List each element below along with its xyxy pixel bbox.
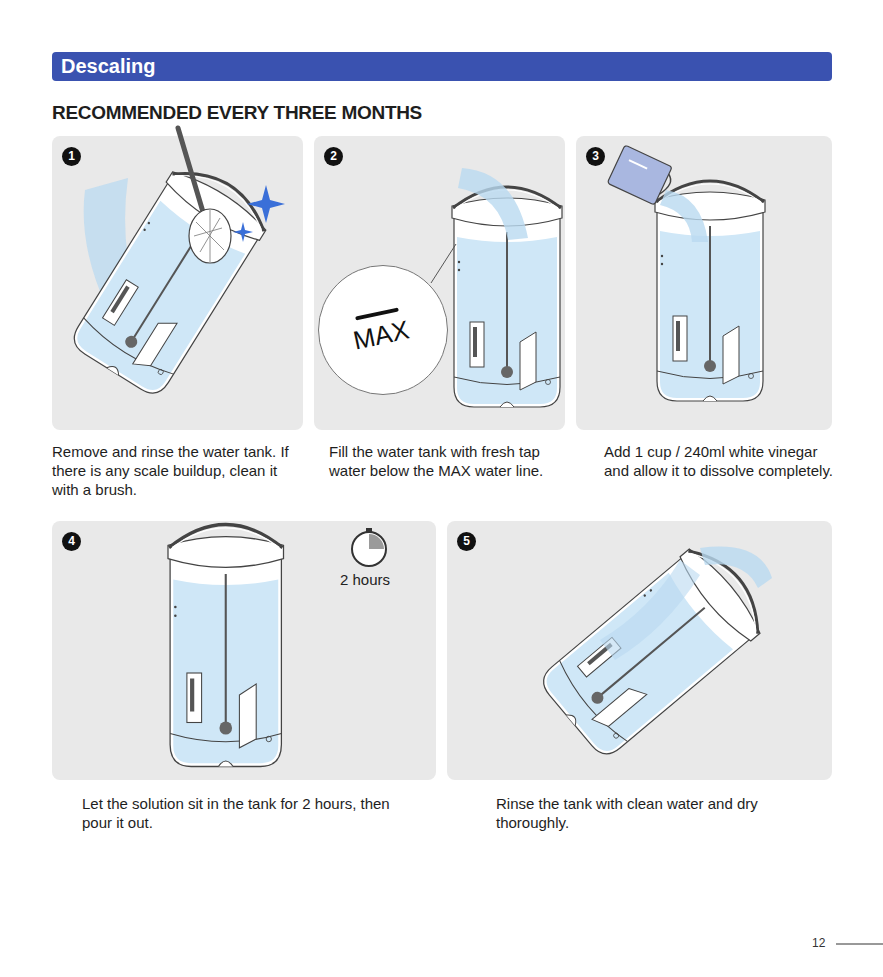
text-holder: 3 xyxy=(586,146,605,166)
text-holder: Add 1 cup / 240ml white vinegar and allo… xyxy=(604,442,844,480)
title-band: Descaling xyxy=(52,52,832,81)
text-holder: MAX xyxy=(353,320,409,351)
text-holder: 1 xyxy=(62,146,81,166)
text-holder: Rinse the tank with clean water and dry … xyxy=(496,794,816,832)
text-holder: Remove and rinse the water tank. If ther… xyxy=(52,442,304,499)
label-holder: RECOMMENDED EVERY THREE MONTHS xyxy=(52,102,422,124)
step-caption: Remove and rinse the water tank. If ther… xyxy=(52,442,304,499)
title-text: Descaling xyxy=(52,52,832,81)
label-holder: 12 xyxy=(812,936,825,950)
text-holder: 2 hours xyxy=(340,571,390,588)
text-holder: 2 xyxy=(324,146,343,166)
step-panel: 2Fill the water tank with fresh tap wate… xyxy=(314,136,565,430)
step-panel: 3Add 1 cup / 240ml white vinegar and all… xyxy=(576,136,832,430)
step-number: 3 xyxy=(586,147,605,166)
text-holder: Fill the water tank with fresh tap water… xyxy=(329,442,554,480)
text-holder: Let the solution sit in the tank for 2 h… xyxy=(82,794,422,832)
max-mark-text: MAX xyxy=(350,314,412,356)
magnifier-circle: MAX xyxy=(318,265,448,395)
step-caption: Let the solution sit in the tank for 2 h… xyxy=(82,794,422,832)
step-caption: Fill the water tank with fresh tap water… xyxy=(329,442,554,480)
step-panel: 42 hoursLet the solution sit in the tank… xyxy=(52,521,436,780)
page-number: 12 xyxy=(812,936,825,950)
step-number: 4 xyxy=(62,532,81,551)
step-number: 1 xyxy=(62,147,81,166)
subtitle: RECOMMENDED EVERY THREE MONTHS xyxy=(52,102,422,124)
step-panel: 5Rinse the tank with clean water and dry… xyxy=(447,521,832,780)
step-panel: 1Remove and rinse the water tank. If the… xyxy=(52,136,303,430)
text-holder: 5 xyxy=(457,531,476,551)
text-holder: 4 xyxy=(62,531,81,551)
step-number: 5 xyxy=(457,532,476,551)
step-number: 2 xyxy=(324,147,343,166)
duration-text: 2 hours xyxy=(340,571,390,588)
step-caption: Rinse the tank with clean water and dry … xyxy=(496,794,816,832)
step-caption: Add 1 cup / 240ml white vinegar and allo… xyxy=(604,442,844,480)
